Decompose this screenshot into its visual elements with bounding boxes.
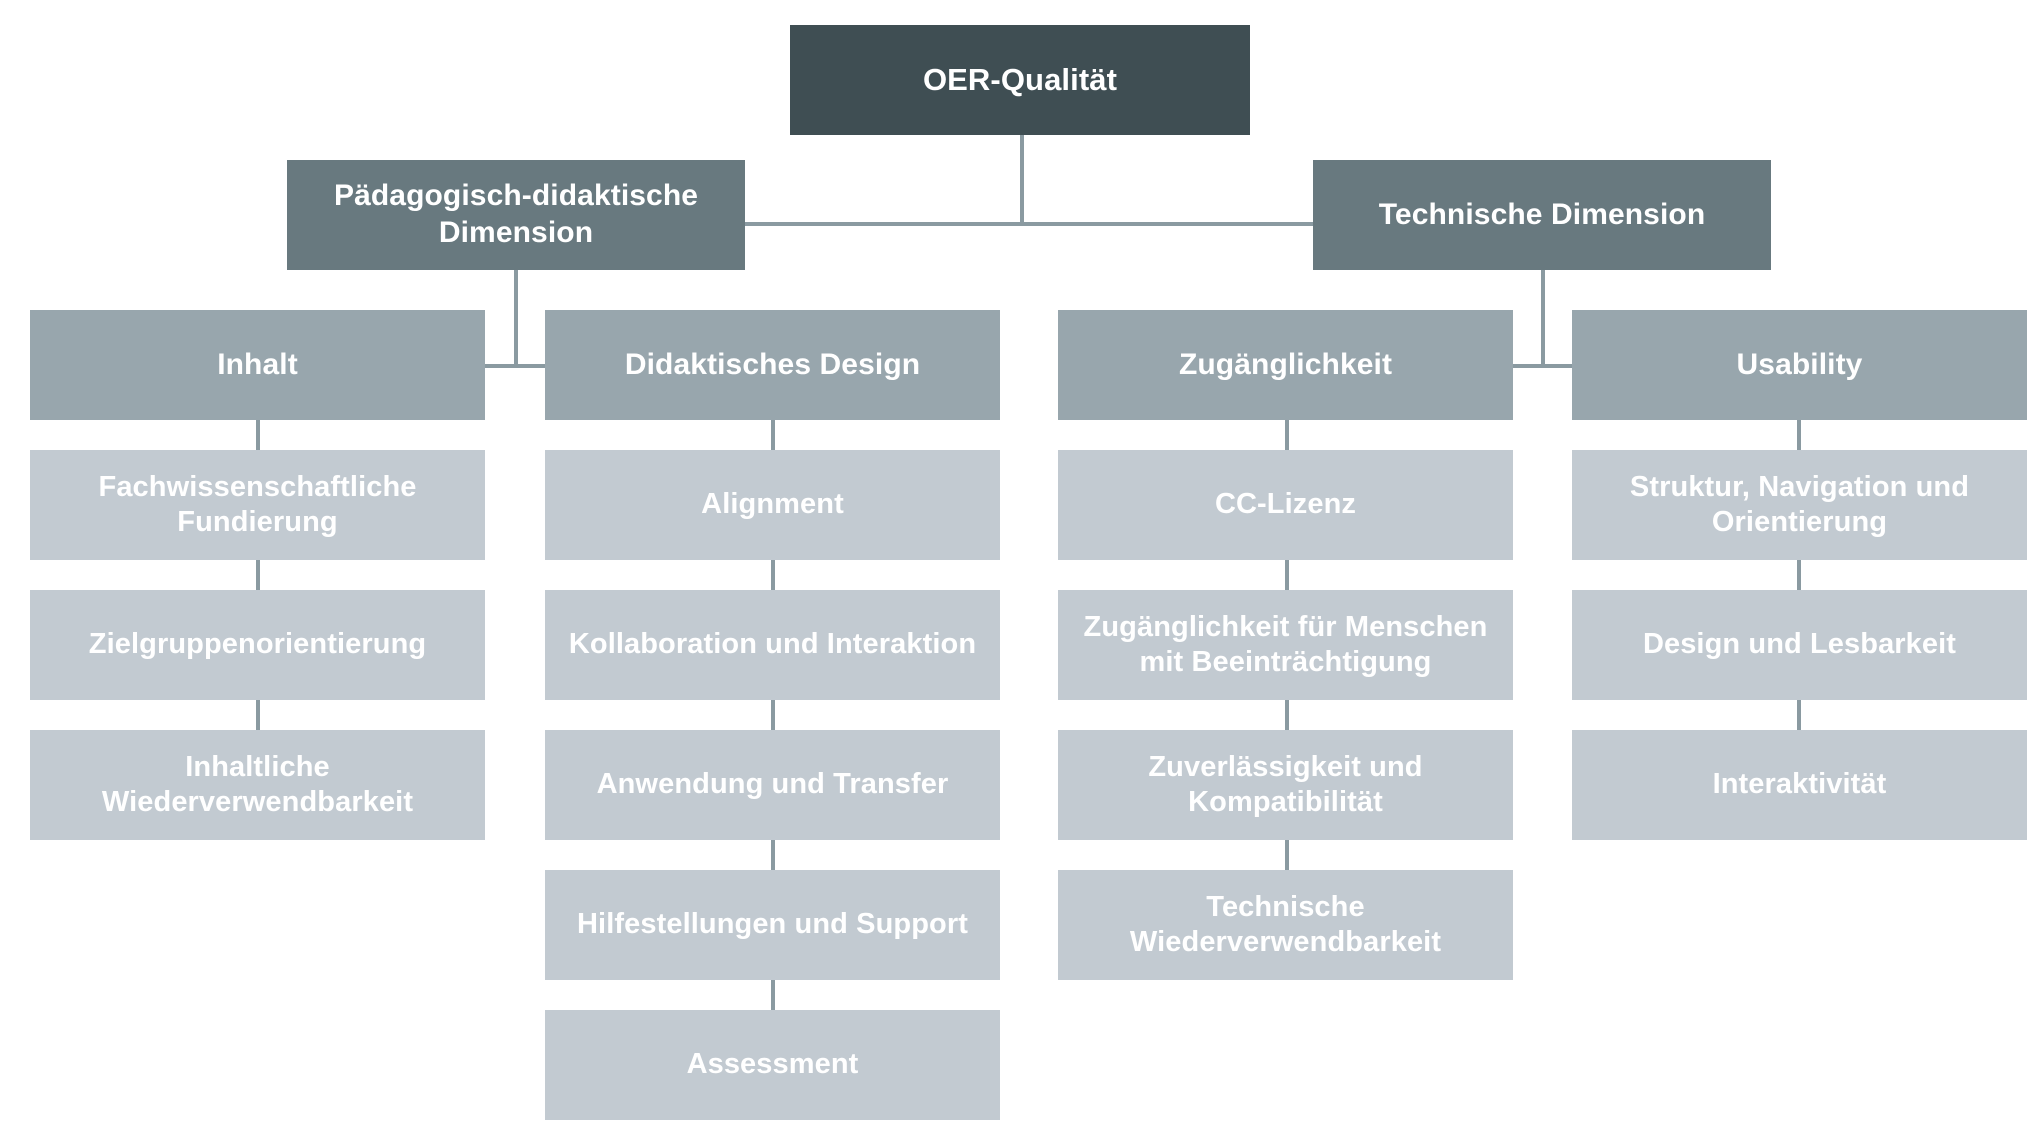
node-criterion-fachwissenschaftliche-fundierung[interactable]: Fachwissenschaftliche Fundierung xyxy=(30,450,485,560)
node-criterion-technische-wiederverwendbarkeit[interactable]: Technische Wiederverwendbarkeit xyxy=(1058,870,1513,980)
connector-dim2-down xyxy=(1541,270,1545,366)
node-criterion-struktur-navigation-und-orientierung[interactable]: Struktur, Navigation und Orientierung xyxy=(1572,450,2027,560)
connector-root-spine xyxy=(745,222,1313,226)
node-criterion-interaktivitaet[interactable]: Interaktivität xyxy=(1572,730,2027,840)
node-criterion-anwendung-und-transfer[interactable]: Anwendung und Transfer xyxy=(545,730,1000,840)
node-label: Fachwissenschaftliche Fundierung xyxy=(98,470,417,538)
node-criterion-inhaltliche-wiederverwendbarkeit[interactable]: Inhaltliche Wiederverwendbarkeit xyxy=(30,730,485,840)
node-criterion-zielgruppenorientierung[interactable]: Zielgruppenorientierung xyxy=(30,590,485,700)
node-label: Zuverlässigkeit und Kompatibilität xyxy=(1148,750,1423,818)
node-category-usability[interactable]: Usability xyxy=(1572,310,2027,420)
connector-root-down xyxy=(1020,135,1024,224)
node-label: Design und Lesbarkeit xyxy=(1642,628,1957,661)
connector-col2-stem xyxy=(771,420,775,1010)
node-criterion-kollaboration-und-interaktion[interactable]: Kollaboration und Interaktion xyxy=(545,590,1000,700)
node-label: CC-Lizenz xyxy=(1214,488,1357,521)
node-label: Inhaltliche Wiederverwendbarkeit xyxy=(101,750,414,818)
node-label: Hilfestellungen und Support xyxy=(577,908,968,941)
node-criterion-zuverlaessigkeit-und-kompatibilitaet[interactable]: Zuverlässigkeit und Kompatibilität xyxy=(1058,730,1513,840)
node-root-oer-qualitaet[interactable]: OER-Qualität xyxy=(790,25,1250,135)
node-label: Interaktivität xyxy=(1712,768,1887,801)
node-label: Didaktisches Design xyxy=(624,347,921,381)
node-label: Anwendung und Transfer xyxy=(596,768,949,801)
node-dimension-technisch[interactable]: Technische Dimension xyxy=(1313,160,1771,270)
node-label: Zugänglichkeit xyxy=(1178,347,1393,381)
node-label: Struktur, Navigation und Orientierung xyxy=(1629,470,1970,538)
node-label: Inhalt xyxy=(217,347,298,381)
node-label: Usability xyxy=(1736,347,1863,381)
node-label: Technische Dimension xyxy=(1378,197,1706,231)
node-category-inhalt[interactable]: Inhalt xyxy=(30,310,485,420)
node-label: Alignment xyxy=(701,488,844,521)
connector-dim1-down xyxy=(514,270,518,366)
node-category-didaktisches-design[interactable]: Didaktisches Design xyxy=(545,310,1000,420)
connector-col4-stem xyxy=(1797,420,1801,730)
node-category-zugaenglichkeit[interactable]: Zugänglichkeit xyxy=(1058,310,1513,420)
node-criterion-design-und-lesbarkeit[interactable]: Design und Lesbarkeit xyxy=(1572,590,2027,700)
node-criterion-hilfestellungen-und-support[interactable]: Hilfestellungen und Support xyxy=(545,870,1000,980)
node-dimension-paedagogisch-didaktisch[interactable]: Pädagogisch-didaktische Dimension xyxy=(287,160,745,270)
node-criterion-cc-lizenz[interactable]: CC-Lizenz xyxy=(1058,450,1513,560)
node-criterion-assessment[interactable]: Assessment xyxy=(545,1010,1000,1120)
node-label: Zugänglichkeit für Menschen mit Beeinträ… xyxy=(1083,610,1488,678)
connector-dim2-spine xyxy=(1513,364,1572,368)
node-label: Kollaboration und Interaktion xyxy=(568,628,977,661)
connector-dim1-spine xyxy=(485,364,545,368)
node-label: Pädagogisch-didaktische Dimension xyxy=(333,179,699,249)
connector-col1-stem xyxy=(256,420,260,730)
node-label: Zielgruppenorientierung xyxy=(88,628,427,661)
node-criterion-zugaenglichkeit-fuer-menschen-mit-beeintraechtigung[interactable]: Zugänglichkeit für Menschen mit Beeinträ… xyxy=(1058,590,1513,700)
node-label: Assessment xyxy=(686,1048,859,1081)
node-criterion-alignment[interactable]: Alignment xyxy=(545,450,1000,560)
node-label: Technische Wiederverwendbarkeit xyxy=(1129,890,1442,958)
node-label: OER-Qualität xyxy=(922,62,1118,98)
